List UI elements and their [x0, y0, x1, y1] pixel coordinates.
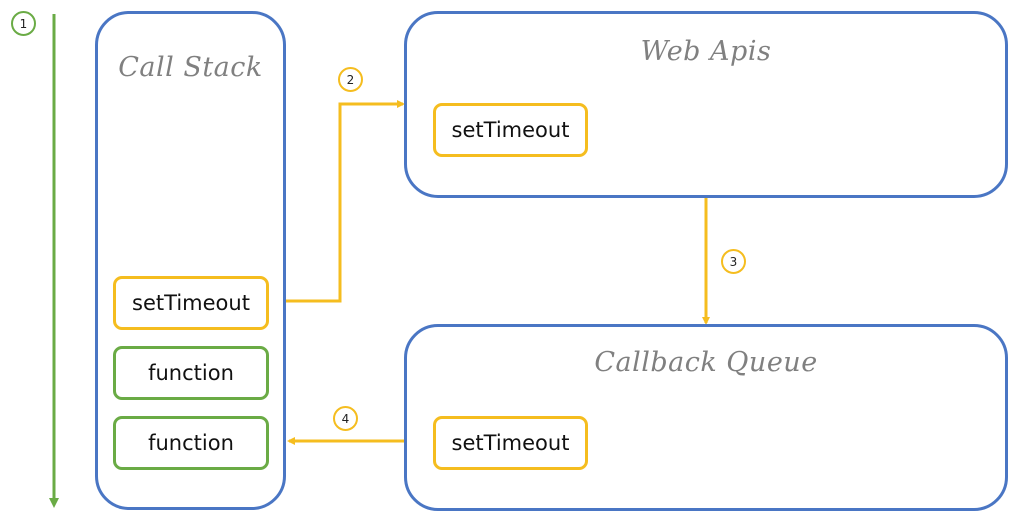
call-stack-settimeout-box: setTimeout — [113, 276, 269, 330]
callback-queue-container: Callback Queue — [404, 324, 1008, 511]
step-2-badge: 2 — [338, 67, 363, 92]
callback-queue-settimeout-box: setTimeout — [433, 416, 588, 470]
callback-queue-title: Callback Queue — [594, 347, 818, 378]
step-4-badge: 4 — [333, 406, 358, 431]
step-1-badge: 1 — [11, 11, 36, 36]
call-stack-function-box: function — [113, 346, 269, 400]
call-stack-title: Call Stack — [118, 52, 263, 83]
web-apis-settimeout-box: setTimeout — [433, 103, 588, 157]
step-3-badge: 3 — [721, 249, 746, 274]
call-stack-function-box: function — [113, 416, 269, 470]
step-2-arrow — [268, 100, 405, 303]
web-apis-title: Web Apis — [640, 36, 772, 67]
